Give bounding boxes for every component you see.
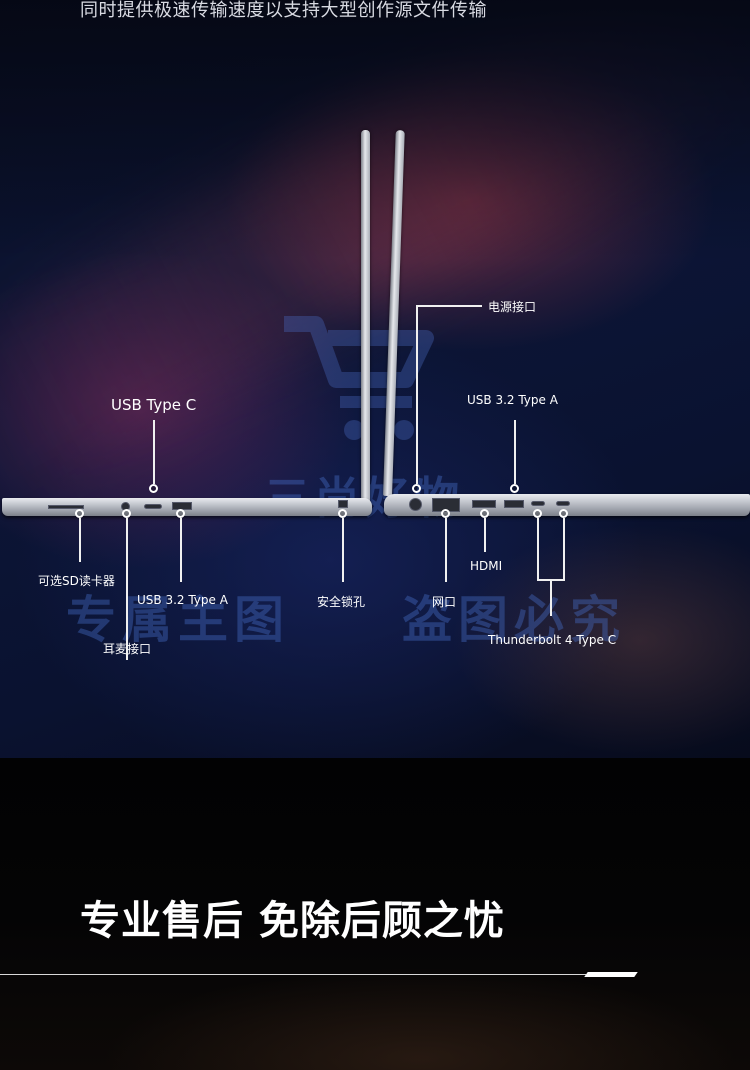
usb-a-right-leader <box>514 420 516 484</box>
ethernet-dot <box>441 509 450 518</box>
power-label: 电源接口 <box>488 300 537 314</box>
usb-c-port-left <box>144 504 162 509</box>
thunderbolt-leader-2 <box>563 518 565 580</box>
usb-a-left-dot <box>176 509 185 518</box>
usb-a-right-label: USB 3.2 Type A <box>467 393 558 407</box>
ports-panel: 同时提供极速传输速度以支持大型创作源文件传输 三尚好物 专属主图 盗图必究 US… <box>0 0 750 758</box>
sd-card-leader <box>79 518 81 562</box>
usb-a-port-right <box>504 500 524 508</box>
ethernet-label: 网口 <box>432 595 457 609</box>
power-jack <box>409 498 422 511</box>
thunderbolt-port-1 <box>531 501 545 506</box>
power-leader-horizontal <box>416 305 482 307</box>
hdmi-label: HDMI <box>470 559 503 573</box>
hdmi-dot <box>480 509 489 518</box>
power-dot <box>412 484 421 493</box>
left-laptop-lid <box>361 130 370 506</box>
usb-type-c-label: USB Type C <box>111 396 197 414</box>
thunderbolt-label: Thunderbolt 4 Type C <box>488 633 617 647</box>
thunderbolt-port-2 <box>556 501 570 506</box>
thunderbolt-leader-down <box>550 580 552 616</box>
ethernet-leader <box>445 518 447 582</box>
cart-logo-icon <box>284 316 434 440</box>
security-lock-slot <box>338 500 348 508</box>
headset-dot <box>122 509 131 518</box>
title-underline-accent <box>584 972 638 977</box>
usb-a-left-label: USB 3.2 Type A <box>137 593 228 607</box>
security-lock-label: 安全锁孔 <box>317 595 366 609</box>
service-panel: 专业售后 免除后顾之忧 <box>0 758 750 1070</box>
hdmi-port <box>472 500 496 508</box>
usb-a-left-leader <box>180 518 182 582</box>
thunderbolt-leader-1 <box>537 518 539 580</box>
title-underline <box>0 974 586 975</box>
thunderbolt-dot-2 <box>559 509 568 518</box>
watermark-line-3: 盗图必究 <box>402 591 626 649</box>
headset-leader <box>126 518 128 660</box>
service-title: 专业售后 免除后顾之忧 <box>80 898 505 944</box>
watermark-line-2: 专属主图 <box>66 591 290 649</box>
security-lock-leader <box>342 518 344 582</box>
power-leader-vertical <box>416 305 418 484</box>
thunderbolt-dot-1 <box>533 509 542 518</box>
hdmi-leader <box>484 518 486 552</box>
headset-label: 耳麦接口 <box>103 642 152 656</box>
sd-card-dot <box>75 509 84 518</box>
usb-a-right-dot <box>510 484 519 493</box>
usb-type-c-dot <box>149 484 158 493</box>
intro-text: 同时提供极速传输速度以支持大型创作源文件传输 <box>80 0 487 21</box>
usb-type-c-leader <box>153 420 155 484</box>
sd-card-label: 可选SD读卡器 <box>38 574 115 588</box>
security-lock-dot <box>338 509 347 518</box>
sd-card-slot <box>48 505 84 509</box>
